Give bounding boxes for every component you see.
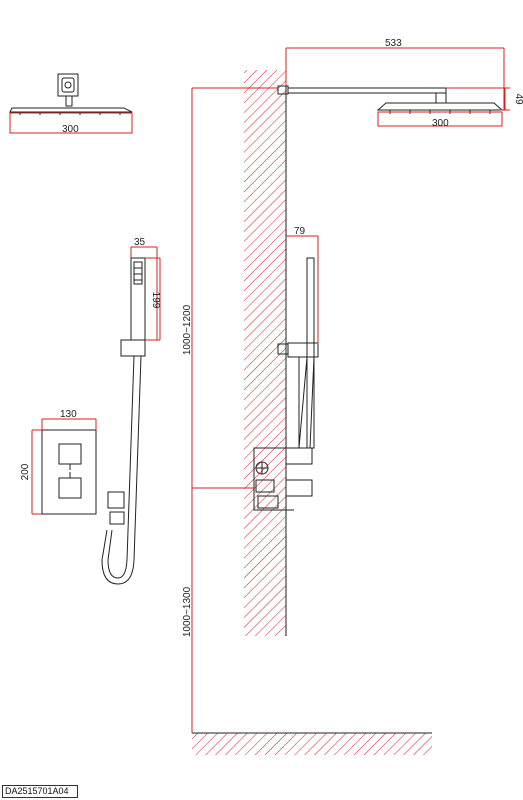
head-width-side-label: 300 xyxy=(432,118,449,129)
head-height-label: 49 xyxy=(513,93,523,105)
valve-height-range-label: 1000~1300 xyxy=(182,586,193,637)
valve-plate xyxy=(42,430,96,514)
head-height-dimension xyxy=(446,88,510,110)
drawing-code: DA2515701A04 xyxy=(2,785,78,798)
valve-height-dimension xyxy=(32,430,42,514)
shower-head-top-view xyxy=(10,74,132,115)
floor-section xyxy=(192,733,432,755)
arm-length-dimension xyxy=(286,48,504,110)
valve-width-dimension xyxy=(42,419,96,430)
rail-offset-label: 79 xyxy=(294,226,306,237)
handset-width-label: 35 xyxy=(134,237,146,248)
valve-width-label: 130 xyxy=(60,409,77,420)
handset-length-label: 199 xyxy=(150,292,161,309)
rail-offset-dimension xyxy=(286,236,318,344)
head-height-range-label: 1000~1200 xyxy=(182,304,193,355)
head-width-side-dimension: 300 xyxy=(378,112,502,129)
shower-arm xyxy=(278,86,446,103)
valve-height-label: 200 xyxy=(20,463,31,480)
arm-length-label: 533 xyxy=(385,38,402,49)
handset xyxy=(121,258,145,560)
head-width-top-label: 300 xyxy=(62,124,79,135)
wall-section xyxy=(244,70,286,636)
head-width-top-dimension: 300 xyxy=(10,113,132,135)
